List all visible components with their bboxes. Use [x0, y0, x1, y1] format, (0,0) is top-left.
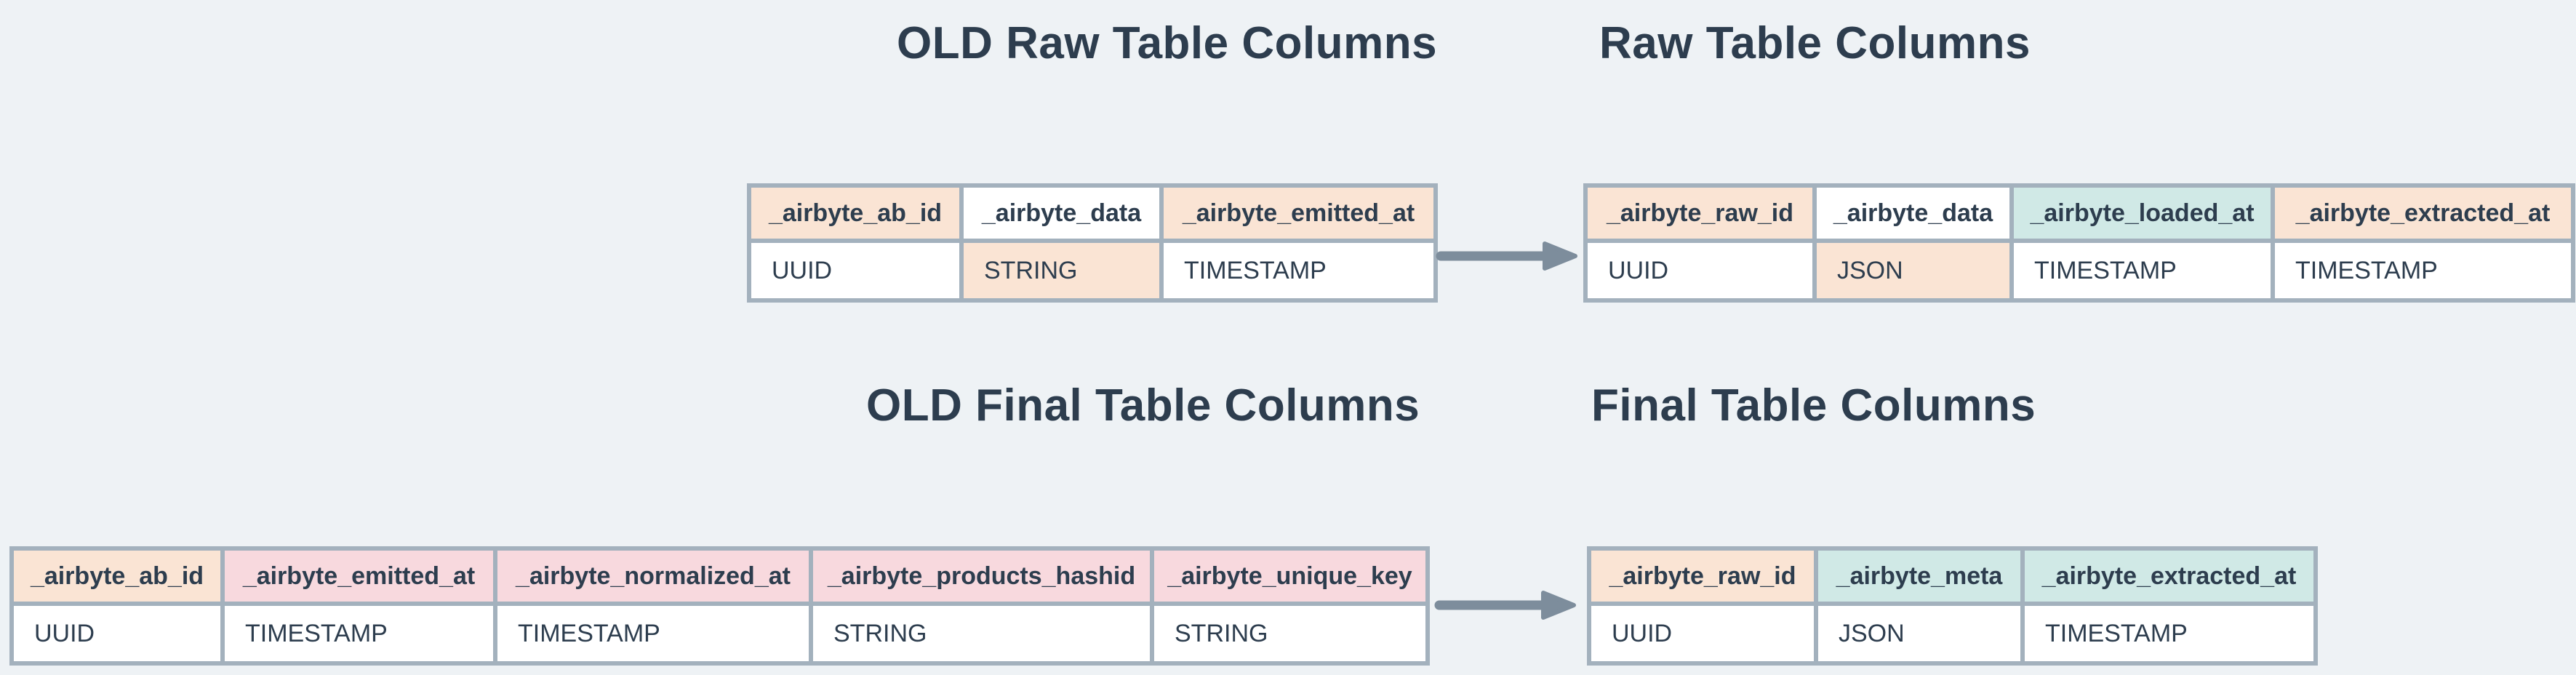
title-old-raw-table-columns: OLD Raw Table Columns	[897, 18, 1438, 68]
column-type-_airbyte_unique_key: STRING	[1150, 602, 1430, 666]
old-raw-table: _airbyte_ab_id_airbyte_data_airbyte_emit…	[747, 183, 1438, 303]
column-type-_airbyte_products_hashid: STRING	[809, 602, 1154, 666]
column-header-_airbyte_emitted_at: _airbyte_emitted_at	[1159, 183, 1438, 243]
column-header-_airbyte_unique_key: _airbyte_unique_key	[1150, 546, 1430, 606]
column-type-_airbyte_ab_id: UUID	[9, 602, 225, 666]
column-header-_airbyte_raw_id: _airbyte_raw_id	[1587, 546, 1818, 606]
header-row: _airbyte_ab_id_airbyte_emitted_at_airbyt…	[9, 546, 1430, 606]
column-header-_airbyte_emitted_at: _airbyte_emitted_at	[220, 546, 497, 606]
column-header-_airbyte_meta: _airbyte_meta	[1814, 546, 2025, 606]
column-header-_airbyte_data: _airbyte_data	[1812, 183, 2014, 243]
title-final-table-columns: Final Table Columns	[1591, 380, 2036, 431]
right-arrow-icon	[1436, 241, 1577, 271]
column-header-_airbyte_extracted_at: _airbyte_extracted_at	[2020, 546, 2318, 606]
column-header-_airbyte_products_hashid: _airbyte_products_hashid	[809, 546, 1154, 606]
column-type-_airbyte_meta: JSON	[1814, 602, 2025, 666]
title-raw-table-columns: Raw Table Columns	[1599, 18, 2031, 68]
column-type-_airbyte_emitted_at: TIMESTAMP	[1159, 239, 1438, 303]
column-type-_airbyte_data: STRING	[959, 239, 1164, 303]
column-header-_airbyte_loaded_at: _airbyte_loaded_at	[2009, 183, 2275, 243]
column-header-_airbyte_extracted_at: _airbyte_extracted_at	[2271, 183, 2575, 243]
column-type-_airbyte_loaded_at: TIMESTAMP	[2009, 239, 2275, 303]
column-header-_airbyte_data: _airbyte_data	[959, 183, 1164, 243]
column-header-_airbyte_raw_id: _airbyte_raw_id	[1583, 183, 1817, 243]
column-type-_airbyte_raw_id: UUID	[1583, 239, 1817, 303]
final-table: _airbyte_raw_id_airbyte_meta_airbyte_ext…	[1587, 546, 2318, 666]
old-final-table: _airbyte_ab_id_airbyte_emitted_at_airbyt…	[9, 546, 1430, 666]
column-type-_airbyte_data: JSON	[1812, 239, 2014, 303]
raw-table: _airbyte_raw_id_airbyte_data_airbyte_loa…	[1583, 183, 2575, 303]
header-row: _airbyte_raw_id_airbyte_meta_airbyte_ext…	[1587, 546, 2318, 606]
header-row: _airbyte_raw_id_airbyte_data_airbyte_loa…	[1583, 183, 2575, 243]
column-type-_airbyte_extracted_at: TIMESTAMP	[2271, 239, 2575, 303]
column-type-_airbyte_extracted_at: TIMESTAMP	[2020, 602, 2318, 666]
title-old-final-table-columns: OLD Final Table Columns	[866, 380, 1420, 431]
column-type-_airbyte_emitted_at: TIMESTAMP	[220, 602, 497, 666]
column-type-_airbyte_normalized_at: TIMESTAMP	[493, 602, 813, 666]
column-header-_airbyte_normalized_at: _airbyte_normalized_at	[493, 546, 813, 606]
column-type-_airbyte_raw_id: UUID	[1587, 602, 1818, 666]
header-row: _airbyte_ab_id_airbyte_data_airbyte_emit…	[747, 183, 1438, 243]
column-header-_airbyte_ab_id: _airbyte_ab_id	[747, 183, 964, 243]
column-type-_airbyte_ab_id: UUID	[747, 239, 964, 303]
column-header-_airbyte_ab_id: _airbyte_ab_id	[9, 546, 225, 606]
right-arrow-icon	[1434, 591, 1576, 620]
